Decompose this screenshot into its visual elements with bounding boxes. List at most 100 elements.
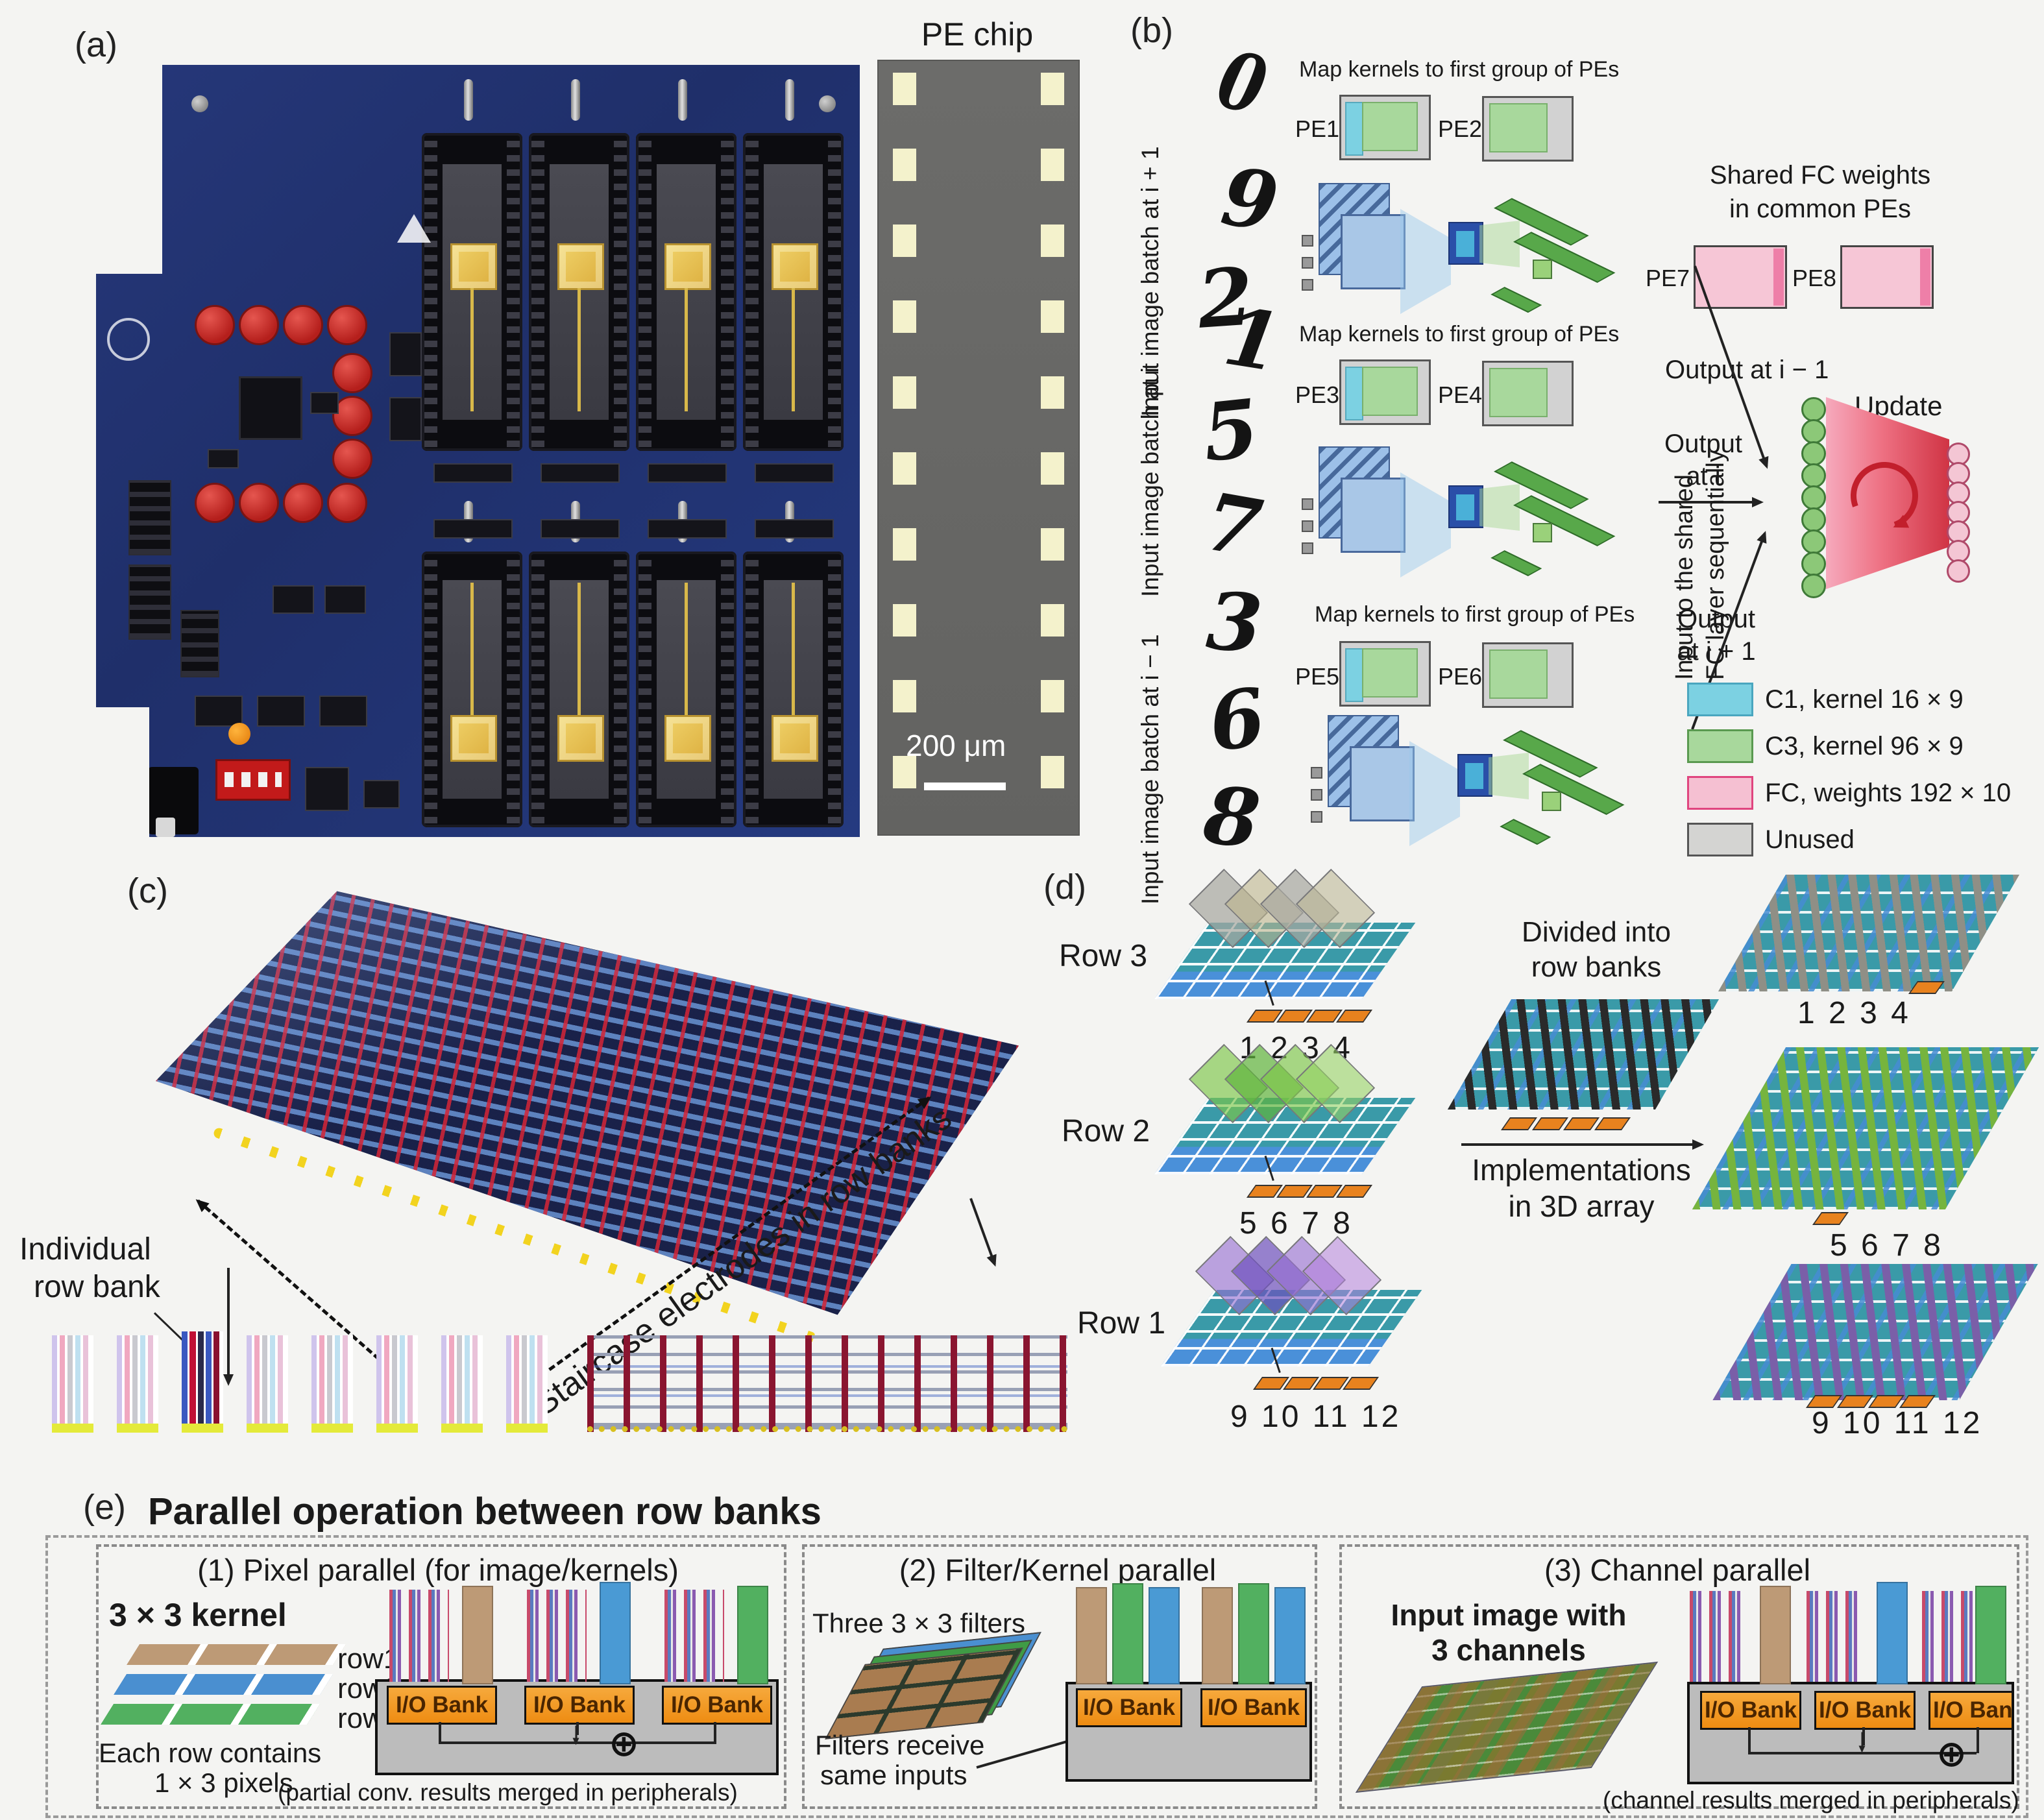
shared-fc-heading: Shared FC weights (1709, 161, 1931, 189)
map-kernels-label: Map kernels to first group of PEs (1299, 57, 1620, 82)
smd-chip (389, 332, 422, 376)
dip-chip (128, 564, 171, 640)
row-bank-column (441, 1335, 483, 1433)
smd-chip (195, 696, 243, 727)
mnist-digit: 7 (1198, 474, 1269, 576)
filters-note: Filters receive (815, 1730, 985, 1760)
output-cur-label: at i (1686, 462, 1721, 491)
pe7-box (1694, 245, 1787, 309)
pooled-cube (1448, 222, 1483, 265)
zif-socket (743, 133, 844, 451)
screw-icon (819, 95, 836, 112)
capacitor (332, 396, 372, 436)
socket-lever-pin (464, 79, 473, 121)
implementations-arrow (1461, 1139, 1704, 1150)
legend-item: C3, kernel 96 × 9 (1687, 729, 1964, 763)
bond-pad-column (1041, 73, 1064, 821)
capacitor (239, 305, 279, 345)
implementations-label: in 3D array (1508, 1189, 1655, 1223)
c1-strip (1345, 367, 1363, 420)
legend-item: C1, kernel 16 × 9 (1687, 683, 1964, 716)
panel-e-title: Parallel operation between row banks (148, 1490, 821, 1533)
zif-socket (422, 552, 522, 827)
smd-chip (433, 519, 513, 539)
pooled-cube (1457, 754, 1492, 797)
pooled-cube (1448, 485, 1483, 528)
pool-connector (1409, 741, 1460, 846)
silkscreen-triangle-icon (397, 214, 431, 243)
pixel-parallel-title: (1) Pixel parallel (for image/kernels) (197, 1553, 679, 1587)
fc-input-label: Input to the shared FC layer sequentiall… (1671, 450, 1729, 680)
pcb-photo (96, 65, 860, 837)
dip-switch (215, 759, 291, 801)
io-bank: I/O Bank (1200, 1688, 1307, 1727)
pe4-label: PE4 (1438, 382, 1483, 408)
smd-chip (648, 519, 727, 539)
bank3d-row3 (1718, 875, 2019, 991)
c3-map-bar (1490, 287, 1542, 313)
kernel-3x3-label: 3 × 3 kernel (109, 1597, 287, 1633)
scale-bar-label: 200 μm (906, 729, 1006, 762)
fc-out-node (1947, 559, 1970, 583)
legend-swatch-c3 (1687, 729, 1753, 763)
bank3d-row1-numbers: 9 10 11 12 (1812, 1406, 1983, 1440)
each-row-note: 1 × 3 pixels (154, 1767, 293, 1798)
conv-feature-front (1341, 478, 1405, 553)
channel-parallel-title: (3) Channel parallel (1544, 1553, 1811, 1587)
socket-lever-pin (571, 79, 580, 121)
pe2-label: PE2 (1438, 115, 1483, 142)
output-prev-label: Output at i − 1 (1665, 356, 1829, 384)
smd-chip (648, 463, 727, 483)
smd-chip (257, 696, 305, 727)
wide-pillar-tan (1076, 1587, 1107, 1684)
capacitor (327, 305, 367, 345)
legend-swatch-c1 (1687, 683, 1753, 716)
merge-wire (1748, 1752, 1977, 1754)
input-pixel (1302, 498, 1313, 510)
map-kernels-label: Map kernels to first group of PEs (1299, 322, 1620, 346)
c3-connector (1479, 221, 1520, 267)
mnist-digit: 5 (1198, 380, 1263, 480)
wide-pillar-blue (600, 1582, 631, 1684)
input-image-label: Input image with (1391, 1598, 1627, 1632)
mcu-chip (239, 376, 302, 440)
merge-wire (1748, 1727, 1751, 1753)
io-bank: I/O Bank (387, 1686, 497, 1725)
pe-chip-title: PE chip (921, 16, 1034, 53)
legend-label: C3, kernel 96 × 9 (1765, 731, 1964, 760)
zif-socket (422, 133, 522, 451)
c3-area (1362, 648, 1418, 698)
io-pad (1500, 1117, 1538, 1130)
pe6-box (1482, 642, 1574, 708)
row-bank-column (247, 1335, 288, 1433)
smd-chip (305, 767, 349, 811)
conv-feature-front (1341, 214, 1405, 289)
pe1-box (1339, 95, 1431, 160)
pe5-label: PE5 (1295, 663, 1340, 690)
box1-caption: (partial conv. results merged in periphe… (278, 1779, 738, 1806)
filter-parallel-title: (2) Filter/Kernel parallel (899, 1553, 1217, 1587)
bank-pillars (1807, 1591, 1864, 1682)
dip-chip (180, 610, 219, 677)
filter-parallel-box (802, 1544, 1317, 1809)
legend-item: Unused (1687, 823, 1855, 856)
divided-label: row banks (1531, 951, 1662, 983)
fc-node (1801, 507, 1826, 532)
legend-swatch-unused (1687, 823, 1753, 856)
kernel-row2-tiles (114, 1674, 333, 1695)
pe5-box (1339, 641, 1431, 707)
pe8-box (1840, 245, 1934, 309)
c1-strip (1345, 102, 1363, 156)
map-kernels-label: Map kernels to first group of PEs (1315, 602, 1635, 627)
smd-chip (208, 449, 239, 468)
row-bank-column (52, 1335, 93, 1433)
io-bank: I/O Bank (1928, 1691, 2012, 1730)
c1-strip (1345, 648, 1363, 702)
mnist-digit: 0 (1209, 31, 1276, 134)
arrow-to-ladder (969, 1198, 996, 1265)
dip-chip (128, 480, 171, 555)
legend-swatch-fc (1687, 776, 1753, 810)
capacitor (283, 483, 323, 523)
merge-wire (439, 1722, 441, 1743)
individual-row-bank-label: row bank (34, 1270, 160, 1304)
